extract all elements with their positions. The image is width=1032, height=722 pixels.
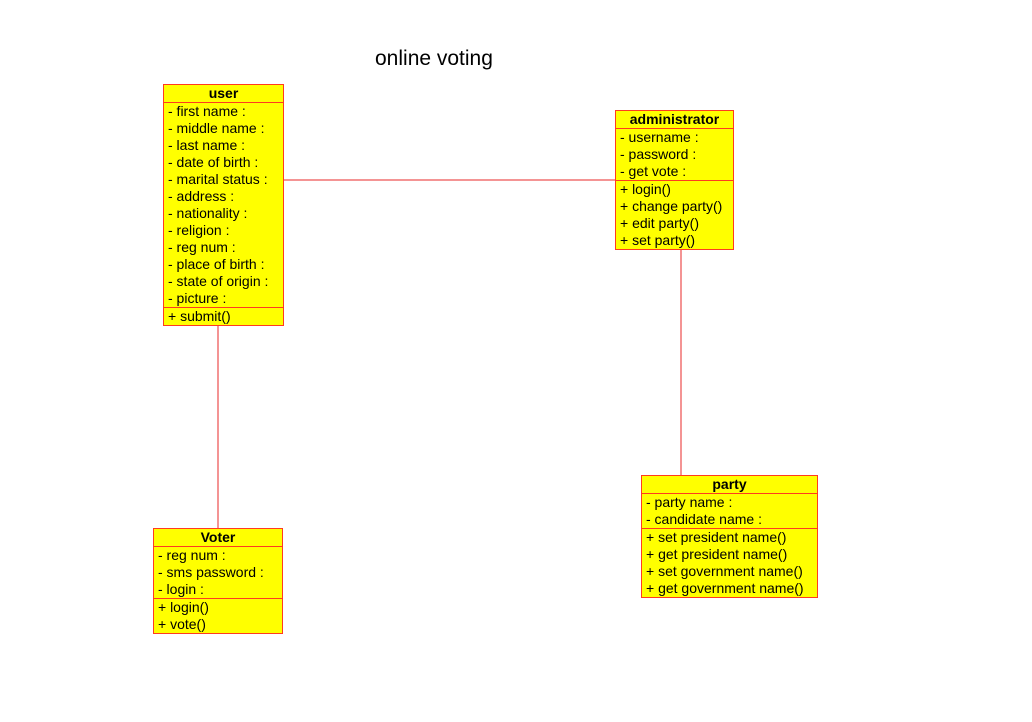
class-user[interactable]: user - first name :- middle name :- last… [163,84,284,326]
attribute-row: - state of origin : [168,273,269,289]
operation-list: + login()+ change party()+ edit party()+… [616,181,733,249]
attribute-row: - password : [620,146,697,162]
operation-row: + get government name() [646,580,804,596]
attribute-row: - nationality : [168,205,248,221]
attribute-row: - middle name : [168,120,265,136]
class-name: party [642,476,817,494]
attribute-list: - first name :- middle name :- last name… [164,103,283,308]
operation-row: + edit party() [620,215,699,231]
operation-row: + vote() [158,616,206,632]
attribute-list: - party name :- candidate name : [642,494,817,529]
class-name: administrator [616,111,733,129]
diagram-title: online voting [375,47,493,70]
class-name: Voter [154,529,282,547]
attribute-row: - login : [158,581,204,597]
attribute-row: - address : [168,188,235,204]
attribute-row: - place of birth : [168,256,265,272]
attribute-row: - last name : [168,137,246,153]
attribute-list: - reg num :- sms password :- login : [154,547,282,599]
operation-row: + login() [620,181,671,197]
attribute-row: - party name : [646,494,733,510]
operation-row: + get president name() [646,546,788,562]
class-name: user [164,85,283,103]
attribute-row: - marital status : [168,171,268,187]
operation-row: + set president name() [646,529,787,545]
operation-list: + submit() [164,308,283,325]
class-administrator[interactable]: administrator - username :- password :- … [615,110,734,250]
operation-row: + change party() [620,198,723,214]
operation-list: + set president name()+ get president na… [642,529,817,597]
operation-row: + set party() [620,232,696,248]
attribute-row: - first name : [168,103,246,119]
operation-row: + login() [158,599,209,615]
operation-row: + set government name() [646,563,803,579]
operation-list: + login()+ vote() [154,599,282,633]
attribute-row: - username : [620,129,699,145]
attribute-row: - sms password : [158,564,264,580]
attribute-row: - picture : [168,290,227,306]
attribute-row: - reg num : [168,239,236,255]
operation-row: + submit() [168,308,231,324]
class-voter[interactable]: Voter - reg num :- sms password :- login… [153,528,283,634]
attribute-row: - reg num : [158,547,226,563]
attribute-row: - date of birth : [168,154,259,170]
attribute-row: - religion : [168,222,230,238]
class-party[interactable]: party - party name :- candidate name : +… [641,475,818,598]
attribute-row: - get vote : [620,163,687,179]
attribute-row: - candidate name : [646,511,762,527]
attribute-list: - username :- password :- get vote : [616,129,733,181]
